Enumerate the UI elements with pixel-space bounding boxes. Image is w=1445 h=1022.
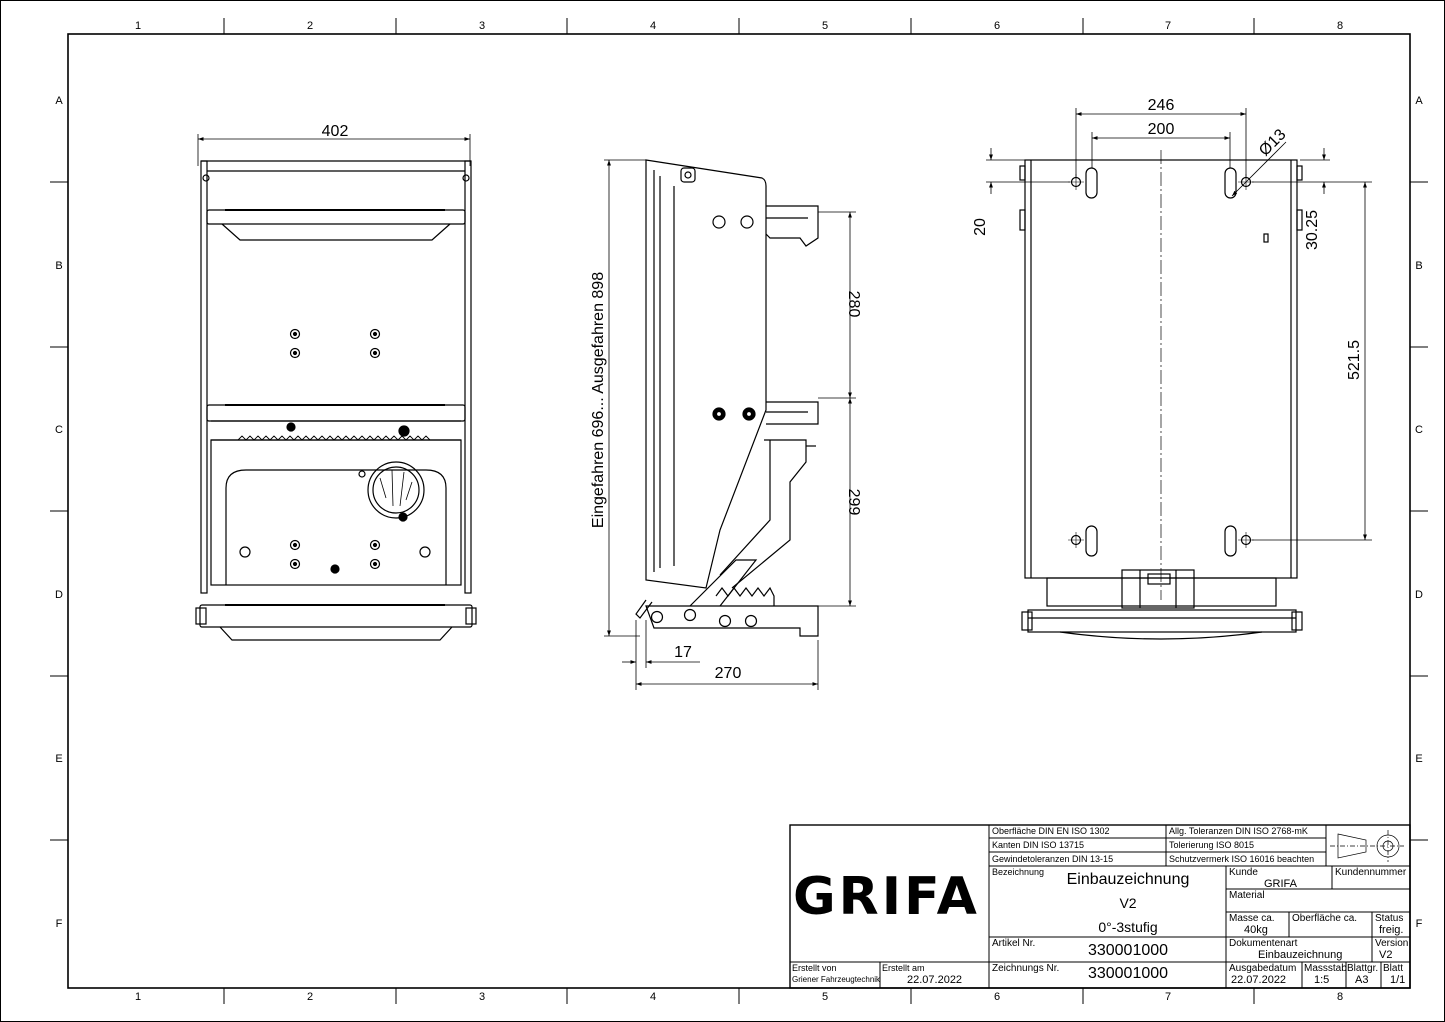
zone-row-left-C: C — [55, 424, 63, 436]
finish-label: Oberfläche ca. — [1292, 913, 1358, 924]
zone-row-right-C: C — [1415, 424, 1423, 436]
std-edges: Kanten DIN ISO 13715 — [992, 840, 1085, 850]
dim-side-depth: 270 — [715, 665, 742, 682]
dim-side-offset: 17 — [674, 644, 692, 661]
zone-col-bottom-1: 1 — [135, 991, 141, 1003]
dim-side-height: Eingefahren 696... Ausgefahren 898 — [590, 272, 607, 528]
dim-rear-top: 20 — [972, 218, 989, 236]
document-type-value: Einbauzeichnung — [1258, 949, 1343, 961]
zone-col-bottom-4: 4 — [650, 991, 656, 1003]
dim-side-lower: 299 — [845, 489, 862, 516]
dim-rear-vertical: 521.5 — [1346, 340, 1363, 380]
mass-value: 40kg — [1244, 924, 1268, 936]
zone-col-bottom-7: 7 — [1165, 991, 1171, 1003]
dim-rear-outer: 246 — [1148, 97, 1175, 114]
company-logo: GRIFA — [793, 867, 980, 927]
frame-zone-ticks — [50, 18, 1428, 1004]
zone-col-top-8: 8 — [1337, 20, 1343, 32]
version-value: V2 — [1379, 949, 1393, 961]
dim-front-width: 402 — [322, 123, 349, 140]
front-view — [195, 160, 477, 641]
sheet-size-value: A3 — [1355, 974, 1369, 986]
version-label: Version — [1375, 938, 1409, 949]
document-type-label: Dokumentenart — [1229, 938, 1298, 949]
status-label: Status — [1375, 913, 1404, 924]
issue-date-value: 22.07.2022 — [1231, 974, 1287, 986]
dim-rear-hole: Ø13 — [1256, 126, 1289, 159]
zone-col-top-4: 4 — [650, 20, 656, 32]
designation-line2: V2 — [1119, 895, 1137, 911]
drawing-number-label: Zeichnungs Nr. — [992, 963, 1060, 974]
zone-row-left-E: E — [55, 753, 62, 765]
article-number-label: Artikel Nr. — [992, 938, 1036, 949]
zone-row-left-B: B — [55, 260, 62, 272]
dim-rear-edge: 30.25 — [1304, 210, 1321, 250]
rear-view — [1019, 150, 1303, 640]
sheet-number-label: Blatt — [1383, 963, 1404, 974]
customer-label: Kunde — [1229, 867, 1258, 878]
zone-col-top-5: 5 — [822, 20, 828, 32]
mass-label: Masse ca. — [1229, 913, 1275, 924]
side-view — [635, 159, 819, 637]
projection-symbol — [1330, 830, 1404, 862]
title-block-grid — [789, 824, 1411, 989]
dim-side-upper: 280 — [845, 291, 862, 318]
rear-dimensions — [986, 108, 1372, 541]
zone-row-left-F: F — [56, 918, 63, 930]
zone-row-right-B: B — [1415, 260, 1422, 272]
std-general-tolerances: Allg. Toleranzen DIN ISO 2768-mK — [1169, 826, 1308, 836]
zone-col-bottom-3: 3 — [479, 991, 485, 1003]
material-label: Material — [1229, 890, 1265, 901]
designation-line1: Einbauzeichnung — [1066, 871, 1190, 888]
zone-col-top-7: 7 — [1165, 20, 1171, 32]
article-number-value: 330001000 — [1087, 942, 1169, 959]
sheet-number-value: 1/1 — [1390, 974, 1406, 986]
std-protection-note: Schutzvermerk ISO 16016 beachten — [1169, 854, 1315, 864]
zone-col-bottom-6: 6 — [994, 991, 1000, 1003]
created-by-value: Griener Fahrzeugtechnik — [792, 975, 881, 984]
zone-row-left-D: D — [55, 589, 63, 601]
zone-row-right-D: D — [1415, 589, 1423, 601]
zone-col-bottom-2: 2 — [307, 991, 313, 1003]
zone-row-right-A: A — [1415, 95, 1423, 107]
dim-rear-inner: 200 — [1148, 121, 1175, 138]
designation-label: Bezeichnung — [992, 867, 1045, 877]
side-dimensions — [604, 159, 856, 690]
scale-label: Massstab — [1304, 963, 1347, 974]
created-on-label: Erstellt am — [882, 963, 925, 973]
std-surface: Oberfläche DIN EN ISO 1302 — [992, 826, 1110, 836]
zone-col-top-1: 1 — [135, 20, 141, 32]
created-on-value: 22.07.2022 — [907, 974, 963, 986]
designation-line3: 0°-3stufig — [1098, 919, 1158, 935]
zone-row-left-A: A — [55, 95, 63, 107]
customer-number-label: Kundennummer — [1335, 867, 1407, 878]
zone-row-right-E: E — [1415, 753, 1422, 765]
zone-col-top-6: 6 — [994, 20, 1000, 32]
zone-col-top-3: 3 — [479, 20, 485, 32]
zone-col-bottom-5: 5 — [822, 991, 828, 1003]
zone-row-right-F: F — [1416, 918, 1423, 930]
zone-col-bottom-8: 8 — [1337, 991, 1343, 1003]
sheet-size-label: Blattgr. — [1347, 963, 1379, 974]
status-value: freig. — [1379, 924, 1404, 936]
issue-date-label: Ausgabedatum — [1229, 963, 1297, 974]
front-width-dimension — [197, 134, 471, 166]
std-thread-tolerances: Gewindetoleranzen DIN 13-15 — [992, 854, 1114, 864]
customer-value: GRIFA — [1264, 878, 1298, 890]
created-by-label: Erstellt von — [792, 963, 837, 973]
frame-zone-labels: 1 2 3 4 5 6 7 8 1 2 3 4 5 6 7 8 A B C D … — [55, 20, 1423, 1003]
std-tolerancing: Tolerierung ISO 8015 — [1169, 840, 1255, 850]
scale-value: 1:5 — [1314, 974, 1330, 986]
drawing-number-value: 330001000 — [1087, 965, 1169, 982]
zone-col-top-2: 2 — [307, 20, 313, 32]
